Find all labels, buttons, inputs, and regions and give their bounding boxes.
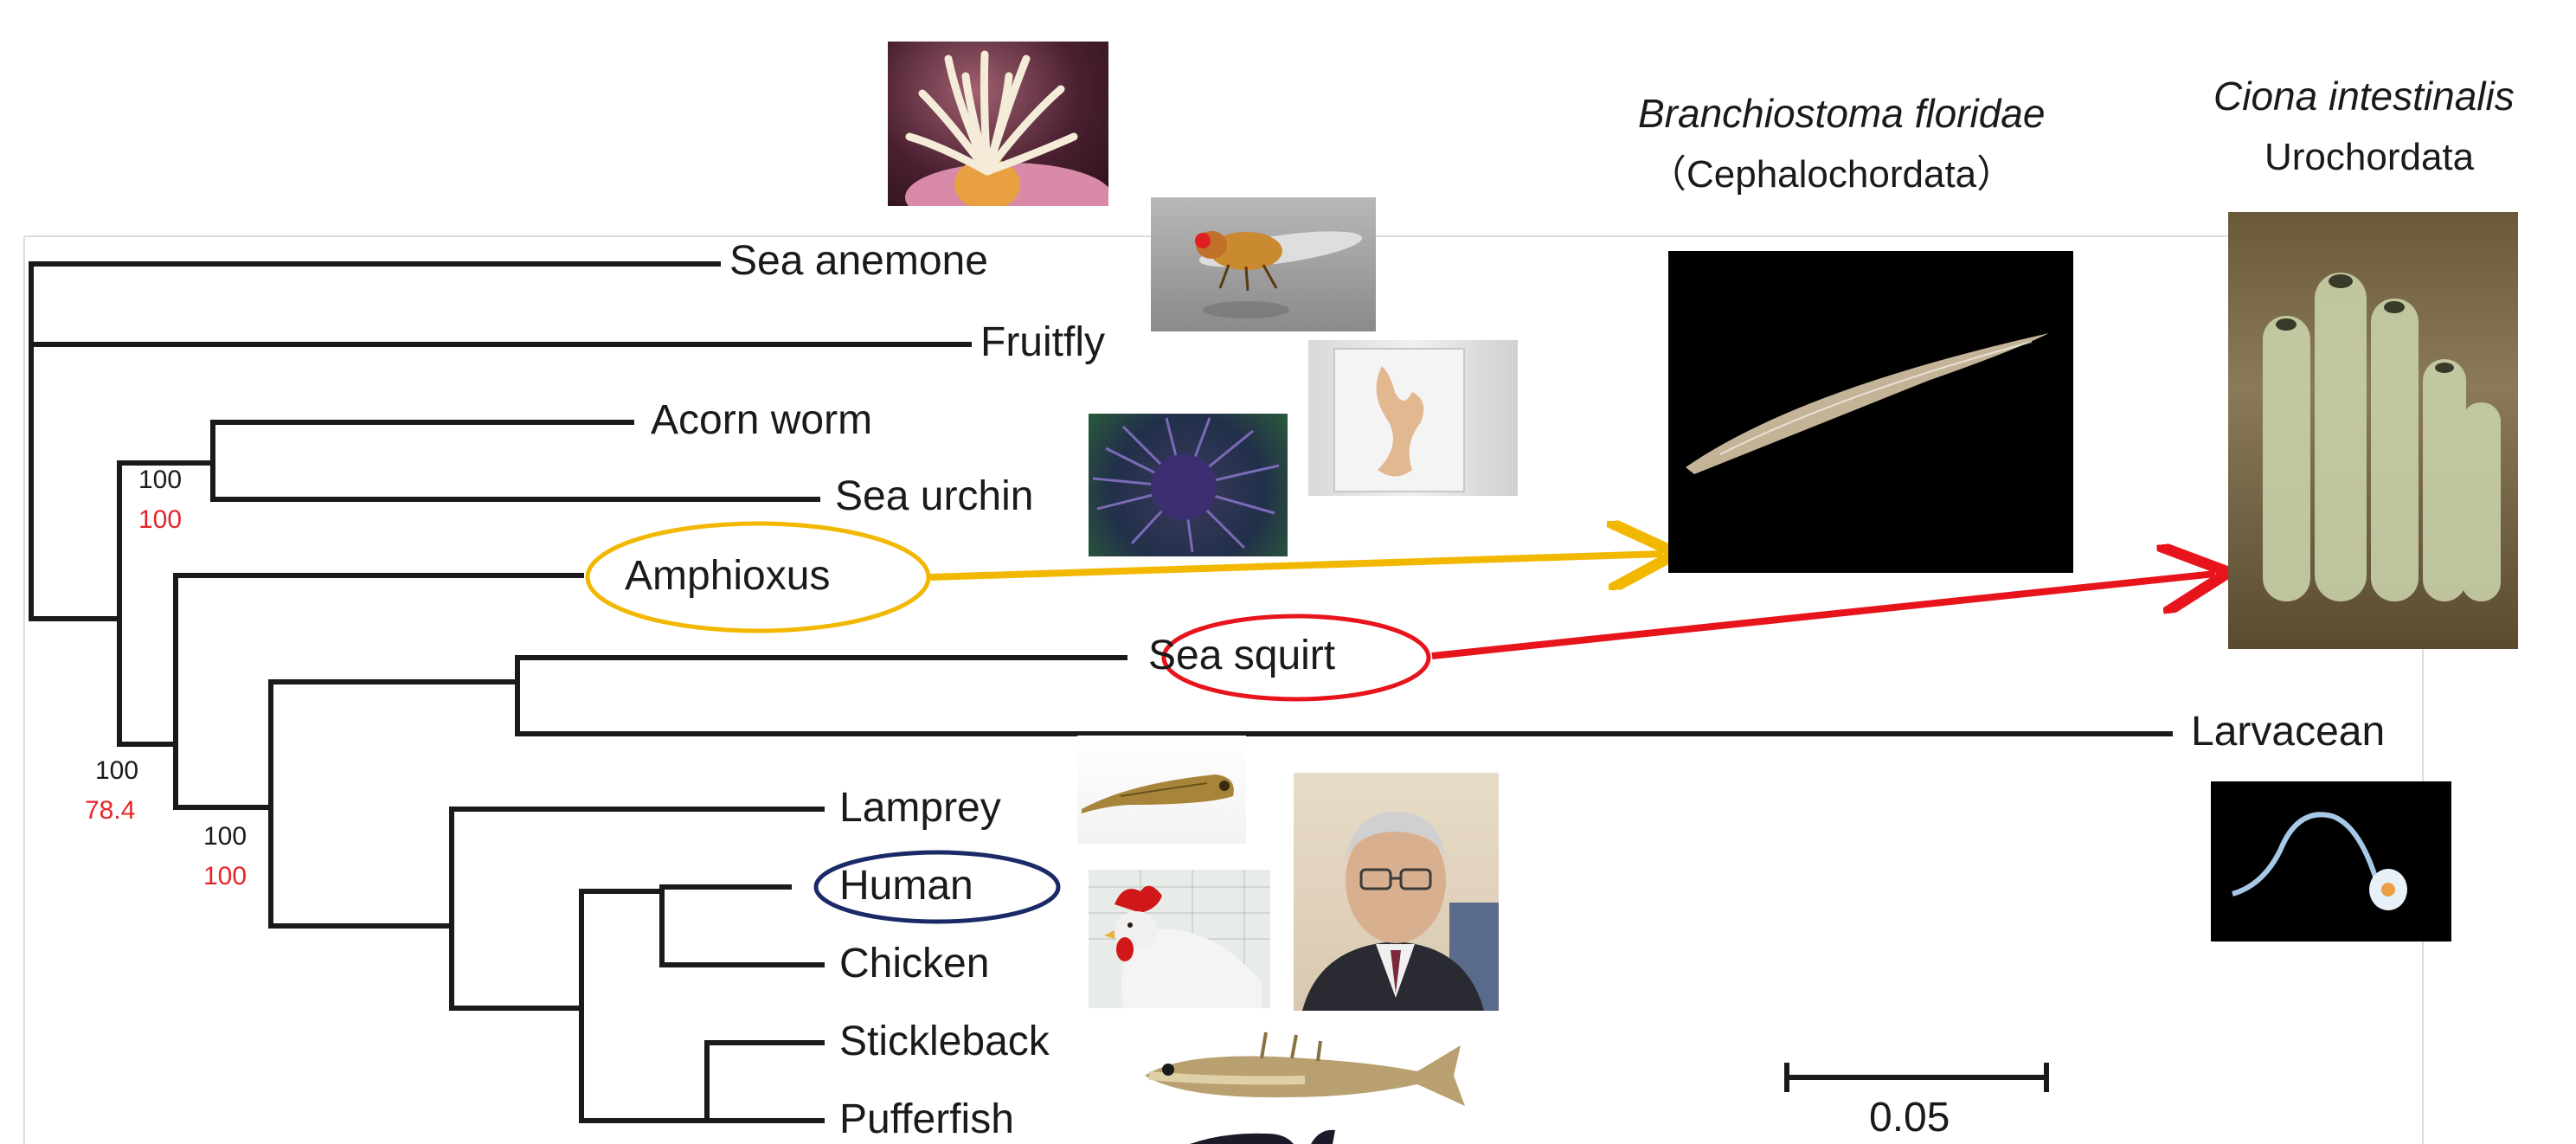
sea-urchin-photo	[1089, 414, 1288, 556]
lamprey-photo	[1077, 736, 1246, 844]
chicken-photo	[1089, 870, 1270, 1008]
taxon-label-lamprey: Lamprey	[839, 787, 1001, 829]
cephalochordate-species-name: Branchiostoma floridae	[1638, 93, 2045, 133]
taxon-label-chicken: Chicken	[839, 943, 989, 985]
lancelet-photo	[1668, 251, 2073, 573]
acorn-worm-photo	[1308, 340, 1518, 496]
taxon-label-pufferfish: Pufferfish	[839, 1099, 1014, 1141]
stickleback-photo	[1132, 1019, 1469, 1123]
taxon-label-acorn-worm: Acorn worm	[651, 400, 872, 441]
support-value-olfactores: 100	[203, 824, 247, 850]
support-value-ambulacraria: 100	[138, 467, 182, 493]
taxon-label-amphioxus: Amphioxus	[625, 556, 830, 597]
taxon-label-sea-squirt: Sea squirt	[1148, 635, 1335, 677]
taxon-label-sea-urchin: Sea urchin	[835, 476, 1033, 517]
sea-squirt-arrow	[1432, 574, 2215, 656]
taxon-label-sea-anemone: Sea anemone	[729, 241, 988, 282]
fruitfly-photo	[1151, 197, 1376, 331]
taxon-label-human: Human	[839, 865, 973, 907]
scale-bar-label: 0.05	[1869, 1097, 1950, 1139]
larvacean-photo	[2211, 781, 2451, 942]
pufferfish-photo-partial	[1190, 1125, 1363, 1144]
portrait-photo	[1294, 773, 1499, 1011]
taxon-label-fruitfly: Fruitfly	[980, 322, 1105, 363]
urochordate-group-name: Urochordata	[2264, 138, 2474, 177]
sea-anemone-photo	[888, 42, 1108, 206]
amphioxus-arrow	[930, 554, 1663, 577]
support-value-chordata-alt: 78.4	[85, 798, 135, 824]
cephalochordate-group-name: （Cephalochordata）	[1648, 156, 2014, 194]
scale-bar	[1787, 1063, 2046, 1092]
support-value-ambulacraria-alt: 100	[138, 507, 182, 533]
urochordate-species-name: Ciona intestinalis	[2213, 76, 2515, 116]
support-value-olfactores-alt: 100	[203, 864, 247, 890]
support-value-chordata: 100	[95, 758, 138, 784]
ciona-photo	[2228, 212, 2518, 649]
taxon-label-larvacean: Larvacean	[2191, 711, 2385, 753]
taxon-label-stickleback: Stickleback	[839, 1021, 1050, 1063]
